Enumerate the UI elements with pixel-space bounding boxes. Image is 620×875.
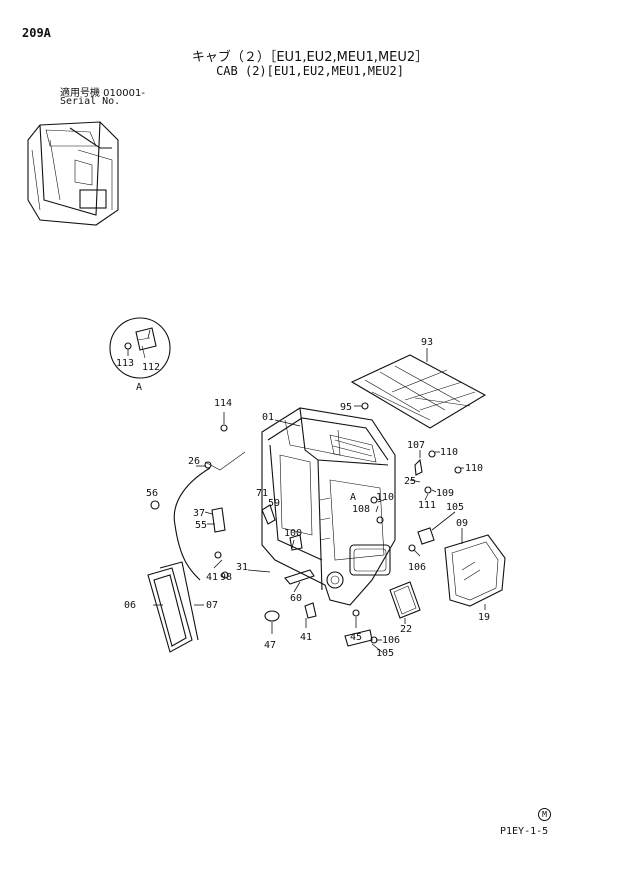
serial-label-english: Serial No. bbox=[60, 96, 121, 107]
callout-label: 60 bbox=[290, 593, 302, 604]
callout-label: 110 bbox=[440, 447, 458, 458]
rear-window bbox=[444, 534, 506, 607]
callout-label: 100 bbox=[284, 528, 302, 539]
callout-label: 06 bbox=[124, 600, 136, 611]
lower-panel bbox=[389, 581, 421, 619]
callout-label: 09 bbox=[456, 518, 468, 529]
callout-label: 106 bbox=[382, 635, 400, 646]
callout-label: 98 bbox=[220, 572, 232, 583]
callout-label: 47 bbox=[264, 640, 276, 651]
callout-label: 26 bbox=[188, 456, 200, 467]
wire-harness bbox=[173, 451, 246, 581]
page-title-english: CAB (2)[EU1,EU2,MEU1,MEU2] bbox=[216, 64, 404, 78]
callout-label: 45 bbox=[350, 632, 362, 643]
roof-panel bbox=[350, 354, 487, 429]
callout-label: 19 bbox=[478, 612, 490, 623]
detail-a-view: A bbox=[109, 317, 171, 393]
callout-label: 41 bbox=[300, 632, 312, 643]
callout-label: 111 bbox=[418, 500, 436, 511]
callout-label: 106 bbox=[408, 562, 426, 573]
leader-lines bbox=[127, 329, 486, 653]
callout-label: 71 bbox=[256, 488, 268, 499]
callout-label: 110 bbox=[376, 492, 394, 503]
callout-label: 31 bbox=[236, 562, 248, 573]
callout-label: 25 bbox=[404, 476, 416, 487]
callout-label: 114 bbox=[214, 398, 232, 409]
page-code: P1EY-1-5 bbox=[500, 826, 549, 837]
callout-label: 113 bbox=[116, 358, 134, 369]
page-title-japanese: キャブ（２）［EU1,EU2,MEU1,MEU2］ bbox=[191, 50, 429, 65]
callout-label: 112 bbox=[142, 362, 160, 373]
callout-label: 108 bbox=[352, 504, 370, 515]
callout-labels: 93 95 114 01 107 110 110 26 25 109 56 71… bbox=[116, 337, 490, 659]
page-number: 209A bbox=[22, 26, 51, 40]
callout-label: 107 bbox=[407, 440, 425, 451]
m-mark-icon: M bbox=[538, 808, 551, 821]
callout-label: 37 bbox=[193, 508, 205, 519]
callout-label: 55 bbox=[195, 520, 207, 531]
callout-label: 41 bbox=[206, 572, 218, 583]
callout-label: 22 bbox=[400, 624, 412, 635]
cab-thumbnail bbox=[27, 121, 119, 226]
callout-label: 110 bbox=[465, 463, 483, 474]
callout-label: 105 bbox=[446, 502, 464, 513]
callout-label: A bbox=[350, 492, 356, 503]
side-window bbox=[147, 561, 199, 653]
callout-label: 56 bbox=[146, 488, 158, 499]
cab-frame bbox=[261, 407, 396, 606]
callout-label: 59 bbox=[268, 498, 280, 509]
detail-a-letter: A bbox=[136, 382, 142, 393]
callout-label: 105 bbox=[376, 648, 394, 659]
serial-label-japanese: 適用号機 010001- bbox=[60, 88, 145, 99]
callout-label: 109 bbox=[436, 488, 454, 499]
callout-label: 95 bbox=[340, 402, 352, 413]
callout-label: 07 bbox=[206, 600, 218, 611]
callout-label: 93 bbox=[421, 337, 433, 348]
callout-label: 01 bbox=[262, 412, 274, 423]
